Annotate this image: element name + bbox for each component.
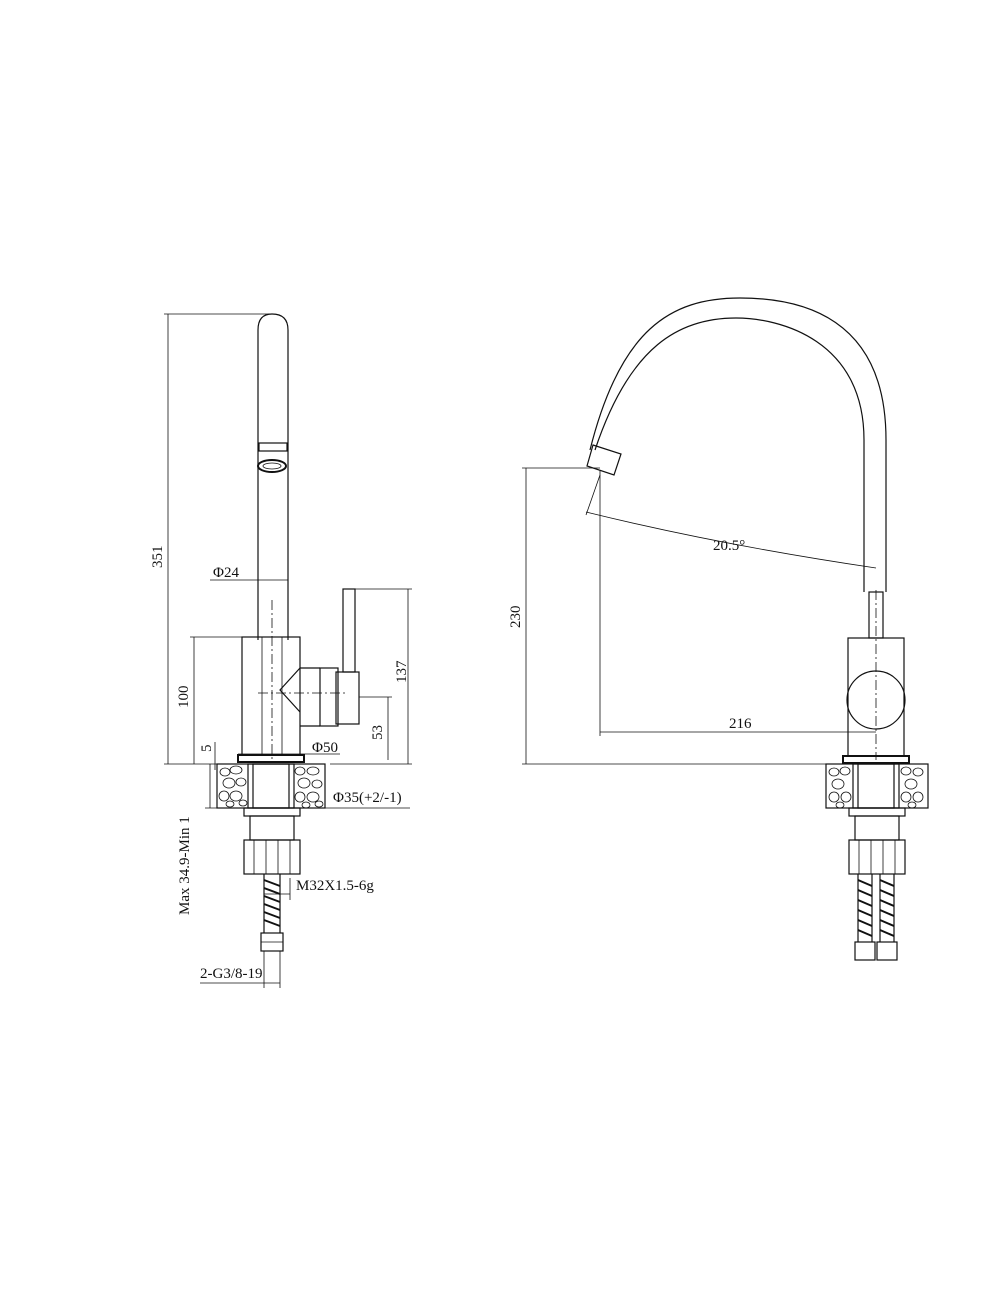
stone-texture-right bbox=[294, 766, 324, 809]
side-dimension-lines bbox=[164, 313, 412, 988]
dim-counter-thickness: Max 34.9-Min 1 bbox=[177, 816, 193, 915]
dim-reach: 216 bbox=[729, 716, 752, 732]
fixing-nut bbox=[243, 839, 301, 875]
dim-body-height: 100 bbox=[176, 686, 192, 709]
dim-hole-diameter: Φ35(+2/-1) bbox=[333, 790, 402, 806]
front-fixing-nut bbox=[848, 839, 906, 875]
aerator bbox=[258, 442, 288, 452]
dim-hose-connection: 2-G3/8-19 bbox=[200, 966, 263, 982]
stone-texture-left bbox=[218, 765, 248, 808]
front-hose-nut-left bbox=[854, 941, 876, 961]
lever-handle bbox=[342, 588, 356, 673]
front-counter-top bbox=[825, 763, 929, 809]
dim-total-height: 351 bbox=[150, 546, 166, 569]
dim-thread: M32X1.5-6g bbox=[296, 878, 374, 894]
dim-base-diameter: Φ50 bbox=[312, 740, 338, 756]
spout-tip bbox=[586, 444, 622, 476]
gooseneck-spout bbox=[594, 317, 865, 592]
front-hose-nut-right bbox=[876, 941, 898, 961]
dim-base-thickness: 5 bbox=[199, 745, 215, 753]
twin-supply-hoses bbox=[857, 874, 895, 942]
dim-handle-height: 137 bbox=[394, 660, 410, 683]
base-ring bbox=[237, 754, 305, 763]
faucet-body bbox=[241, 636, 301, 756]
aerator-outlet bbox=[257, 459, 287, 473]
dim-lever-height: 53 bbox=[370, 725, 386, 740]
spout-tube bbox=[257, 313, 289, 640]
dim-spout-diameter: Φ24 bbox=[213, 565, 239, 581]
front-stone-texture bbox=[828, 766, 924, 809]
supply-hose bbox=[263, 874, 281, 933]
front-view: 230 20.5° 216 bbox=[508, 297, 929, 961]
side-view: 351 Φ24 100 137 53 5 Φ50 Φ35(+2/-1) Max … bbox=[150, 313, 412, 988]
front-dimension-lines bbox=[522, 467, 877, 765]
dim-outlet-height: 230 bbox=[508, 606, 524, 629]
cartridge-housing bbox=[319, 667, 339, 727]
fixing-washer bbox=[243, 807, 301, 817]
dim-swing-angle: 20.5° bbox=[713, 538, 745, 554]
